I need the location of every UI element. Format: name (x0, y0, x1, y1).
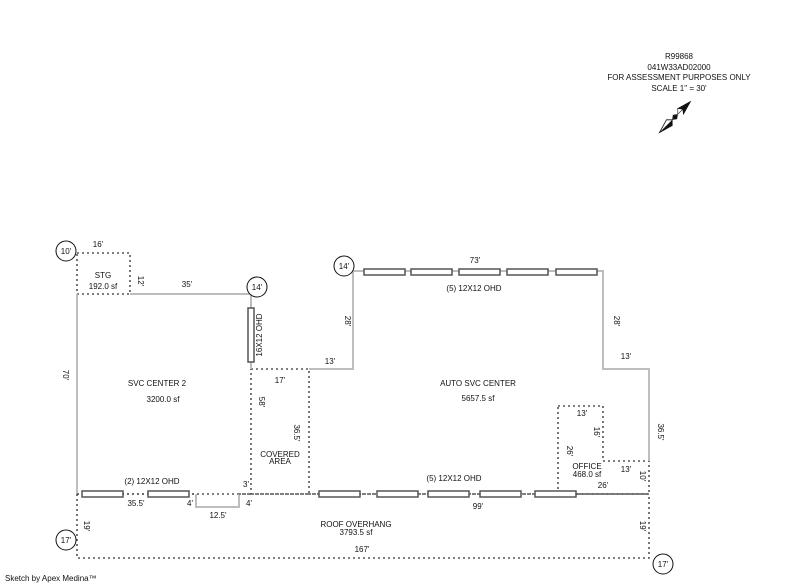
side-ohd-label: 16X12 OHD (255, 313, 264, 356)
dim-auto-left-rise: 28' (343, 316, 352, 327)
dim-covered-right: 36.5' (292, 424, 301, 442)
dim-covered-width: 17' (275, 376, 286, 385)
svc2-size: 3200.0 sf (147, 395, 181, 404)
wall-height-auto: 14' (333, 255, 355, 277)
wall-height-stg: 10' (55, 240, 77, 262)
dim-notch-rise: 3' (243, 480, 249, 489)
bottom-overhead-doors (318, 490, 577, 498)
storage-area (76, 252, 131, 295)
auto-svc-center-walls (309, 270, 650, 461)
covered-area (250, 368, 310, 495)
dim-office-top: 13' (577, 409, 588, 418)
wall-height-svc2: 14' (246, 276, 268, 298)
dim-overhang-left: 19' (82, 521, 91, 532)
north-arrow-icon (658, 100, 692, 134)
account-number: R99868 (665, 52, 694, 61)
side-overhead-door (247, 307, 255, 363)
dim-auto-top: 73' (470, 256, 481, 265)
dim-bottom-right: 99' (473, 502, 484, 511)
overhang-name: ROOF OVERHANG (320, 520, 391, 529)
dim-svc2-top: 35' (182, 280, 193, 289)
stg-name: STG (95, 271, 111, 280)
dim-office-inner-rise: 16' (592, 427, 601, 438)
left-ohd-label: (2) 12X12 OHD (124, 477, 179, 486)
dim-notch-left: 4' (187, 499, 193, 508)
office-name: OFFICE (572, 462, 601, 471)
dim-notch-width: 12.5' (209, 511, 227, 520)
dim-stg-depth: 12' (136, 276, 145, 287)
dim-covered-left: 58' (257, 397, 266, 408)
top-ohd-label: (5) 12X12 OHD (446, 284, 501, 293)
top-overhead-doors (363, 268, 598, 276)
scale-label: SCALE 1" = 30' (651, 84, 707, 93)
dim-auto-step-right: 13' (621, 352, 632, 361)
dim-stg-width: 16' (93, 240, 104, 249)
sketch-credit: Sketch by Apex Medina™ (5, 574, 97, 583)
svg-text:10': 10' (61, 247, 72, 256)
svg-text:14': 14' (252, 283, 263, 292)
dim-auto-step-left: 13' (325, 357, 336, 366)
svc-center-2-walls (76, 293, 252, 494)
bottom-notch-wall (195, 494, 240, 508)
dim-overhang-right: 19' (638, 521, 647, 532)
roof-overhang-area (76, 493, 650, 559)
svc2-name: SVC CENTER 2 (128, 379, 187, 388)
covered-name-1: COVERED (260, 450, 300, 459)
wall-height-overhang-left: 17' (55, 529, 77, 551)
dim-office-left: 26' (565, 446, 574, 457)
dim-overhang-width: 167' (355, 545, 370, 554)
assessment-note: FOR ASSESSMENT PURPOSES ONLY (607, 73, 751, 82)
dim-notch-right: 4' (246, 499, 252, 508)
overhang-size: 3793.5 sf (340, 528, 374, 537)
bottom-ohd-label: (5) 12X12 OHD (426, 474, 481, 483)
svg-text:17': 17' (61, 536, 72, 545)
svg-text:14': 14' (339, 262, 350, 271)
dim-office-step: 13' (621, 465, 632, 474)
dim-office-right: 10' (638, 471, 647, 482)
dim-bottom-left: 35.5' (127, 499, 145, 508)
stg-size: 192.0 sf (89, 282, 118, 291)
wall-height-overhang-right: 17' (652, 553, 674, 575)
left-overhead-doors (81, 490, 190, 498)
dim-auto-right-rise: 28' (612, 316, 621, 327)
dim-office-bottom: 26' (598, 481, 609, 490)
auto-size: 5657.5 sf (462, 394, 496, 403)
map-tax-lot: 041W33AD02000 (647, 63, 711, 72)
auto-name: AUTO SVC CENTER (440, 379, 516, 388)
svg-text:17': 17' (658, 560, 669, 569)
office-size: 468.0 sf (573, 470, 602, 479)
covered-name-2: AREA (269, 457, 291, 466)
dim-auto-right: 36.5' (656, 423, 665, 441)
dim-svc2-left: 70' (61, 370, 70, 381)
